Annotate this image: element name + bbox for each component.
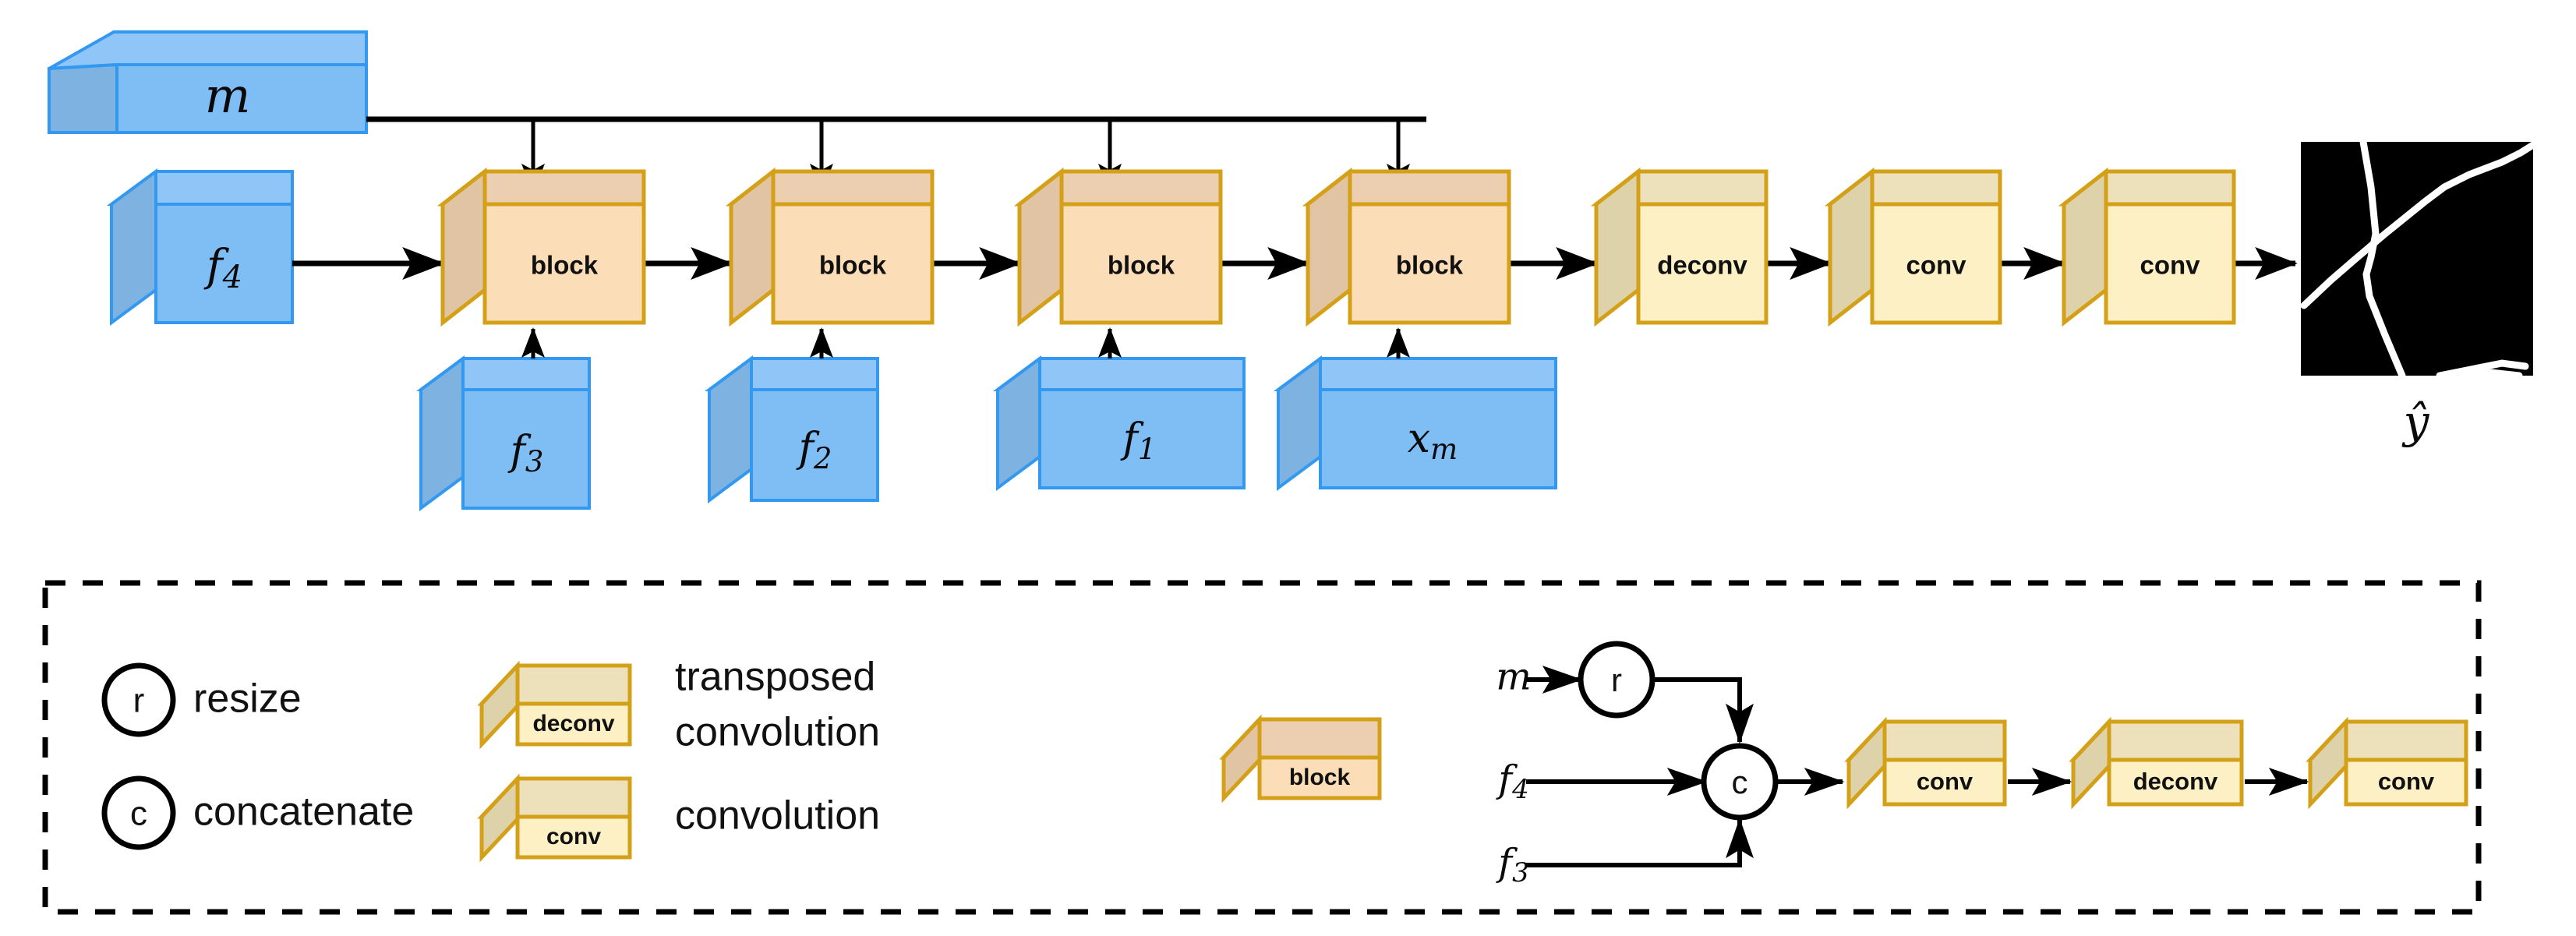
skip-input-f1: f1 (992, 327, 1246, 491)
skip-input-f2: f2 (704, 327, 879, 503)
legend-chain-conv-2: conv (2306, 716, 2468, 810)
legend-deconv-text-line1: transposed (675, 655, 875, 700)
conv-cube-1: conv (1824, 167, 2002, 327)
block-cube-2: block (725, 167, 935, 327)
feature-f4-box: f4 (106, 168, 294, 326)
concat-node-glyph: c (1732, 764, 1748, 800)
legend-resize-entry: r resize (101, 662, 302, 737)
legend-block-icon: block (1219, 714, 1382, 804)
legend-chain-deconv: deconv (2069, 716, 2244, 810)
legend-block-box-label: block (1289, 765, 1351, 790)
block-cube-2-label: block (819, 251, 887, 280)
skip-input-xm: xm (1273, 327, 1557, 491)
resize-node-glyph: r (1611, 662, 1622, 698)
legend-expansion-nodes: r c (1578, 641, 1845, 821)
legend-conv-box-label: conv (546, 824, 601, 849)
legend-deconv-text-line2: convolution (675, 710, 880, 755)
legend-chain-conv-2-label: conv (2378, 768, 2435, 795)
output-mask-image: ŷ (2301, 142, 2533, 448)
legend-resize-label: resize (193, 676, 302, 722)
skip-input-xm-label: xm (1408, 415, 1458, 466)
mask-input-box: m (48, 30, 368, 134)
legend-panel-border (42, 580, 2482, 915)
block-cube-3: block (1013, 167, 1223, 327)
legend-conv-text-line1: convolution (675, 793, 880, 839)
block-cube-4: block (1302, 167, 1511, 327)
conv-cube-2-label: conv (2140, 251, 2200, 280)
deconv-cube: deconv (1590, 167, 1769, 327)
block-cube-4-label: block (1396, 251, 1464, 280)
circle-r-glyph: r (133, 682, 145, 720)
circle-r-icon (101, 662, 176, 737)
legend-concat-entry: c concatenate (101, 775, 414, 850)
legend-conv-entry: conv convolution (477, 773, 880, 863)
legend-chain-conv-1: conv (1844, 716, 2007, 810)
legend-deconv-entry: deconv transposed convolution (477, 655, 880, 755)
legend-concat-label: concatenate (193, 789, 414, 835)
conv-cube-1-label: conv (1906, 251, 1966, 280)
mask-box-label: m (205, 67, 251, 124)
legend-chain-conv-1-label: conv (1917, 768, 1974, 795)
circle-c-icon (101, 775, 176, 850)
legend-chain-deconv-label: deconv (2133, 768, 2218, 795)
skip-input-f3-label: f3 (507, 428, 544, 479)
deconv-cube-label: deconv (1657, 251, 1747, 280)
conv-cube-2: conv (2058, 167, 2236, 327)
block-cube-3-label: block (1108, 251, 1175, 280)
block-cube-1-label: block (531, 251, 599, 280)
block-cube-1: block (436, 167, 646, 327)
skip-input-f3: f3 (415, 327, 591, 511)
circle-c-glyph: c (130, 795, 147, 833)
legend-expansion-input-f3: f3 (1496, 841, 1528, 889)
output-caption: ŷ (2401, 395, 2430, 448)
legend-deconv-box-label: deconv (532, 711, 614, 736)
legend-expansion-input-m: m (1496, 655, 1532, 699)
legend-expansion-input-f4: f4 (1496, 758, 1528, 806)
